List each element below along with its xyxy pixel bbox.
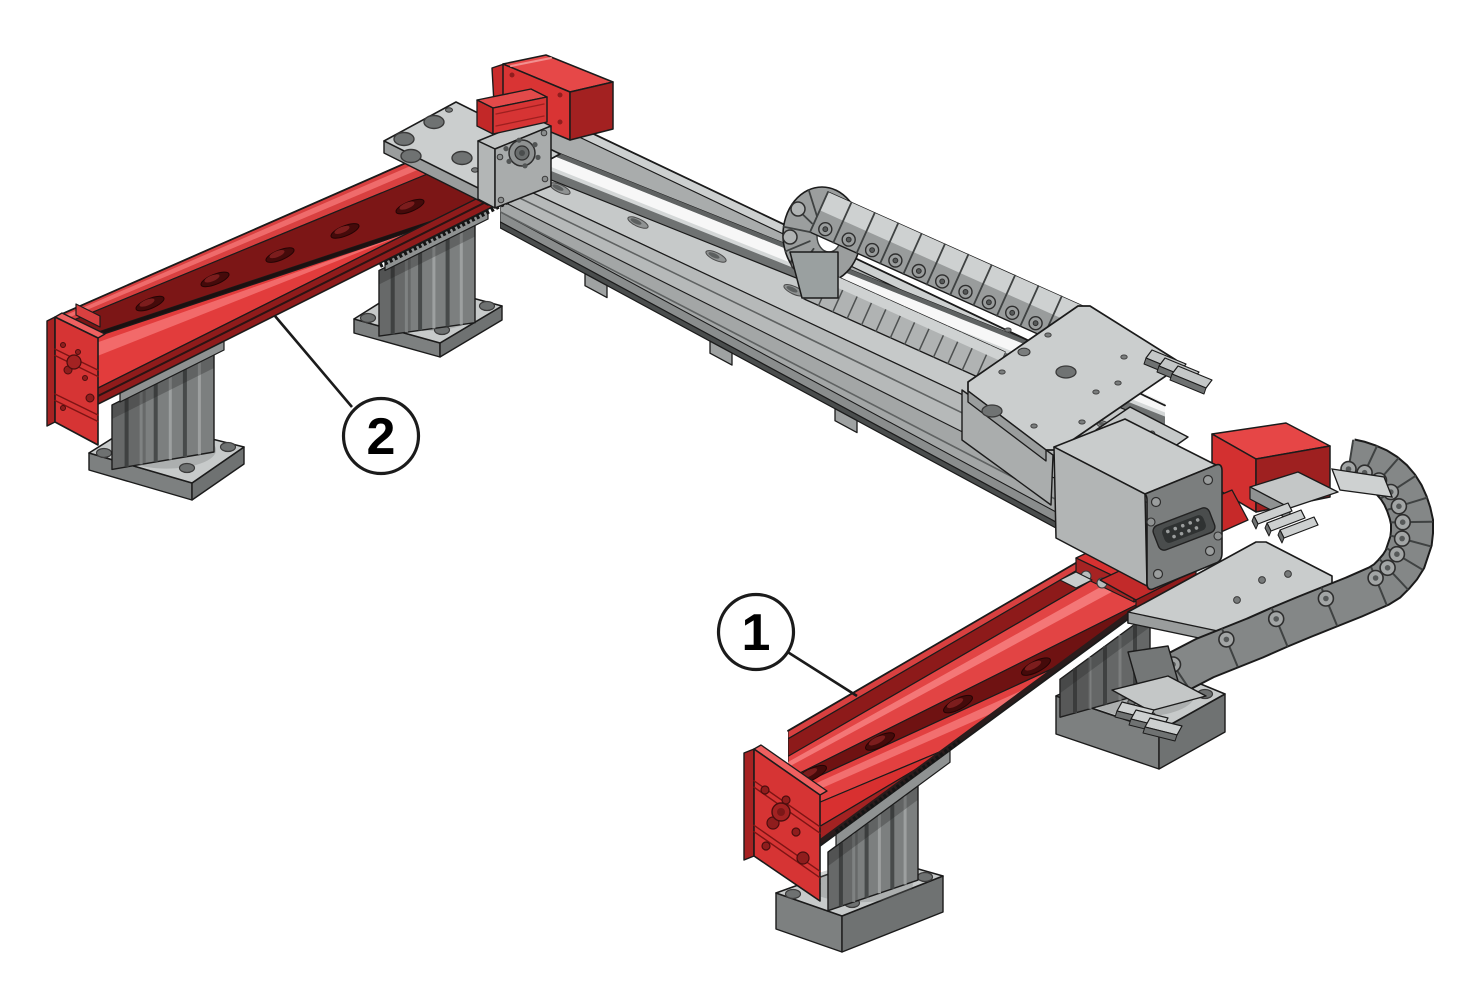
svg-text:1: 1: [742, 604, 771, 662]
svg-text:2: 2: [367, 408, 396, 466]
